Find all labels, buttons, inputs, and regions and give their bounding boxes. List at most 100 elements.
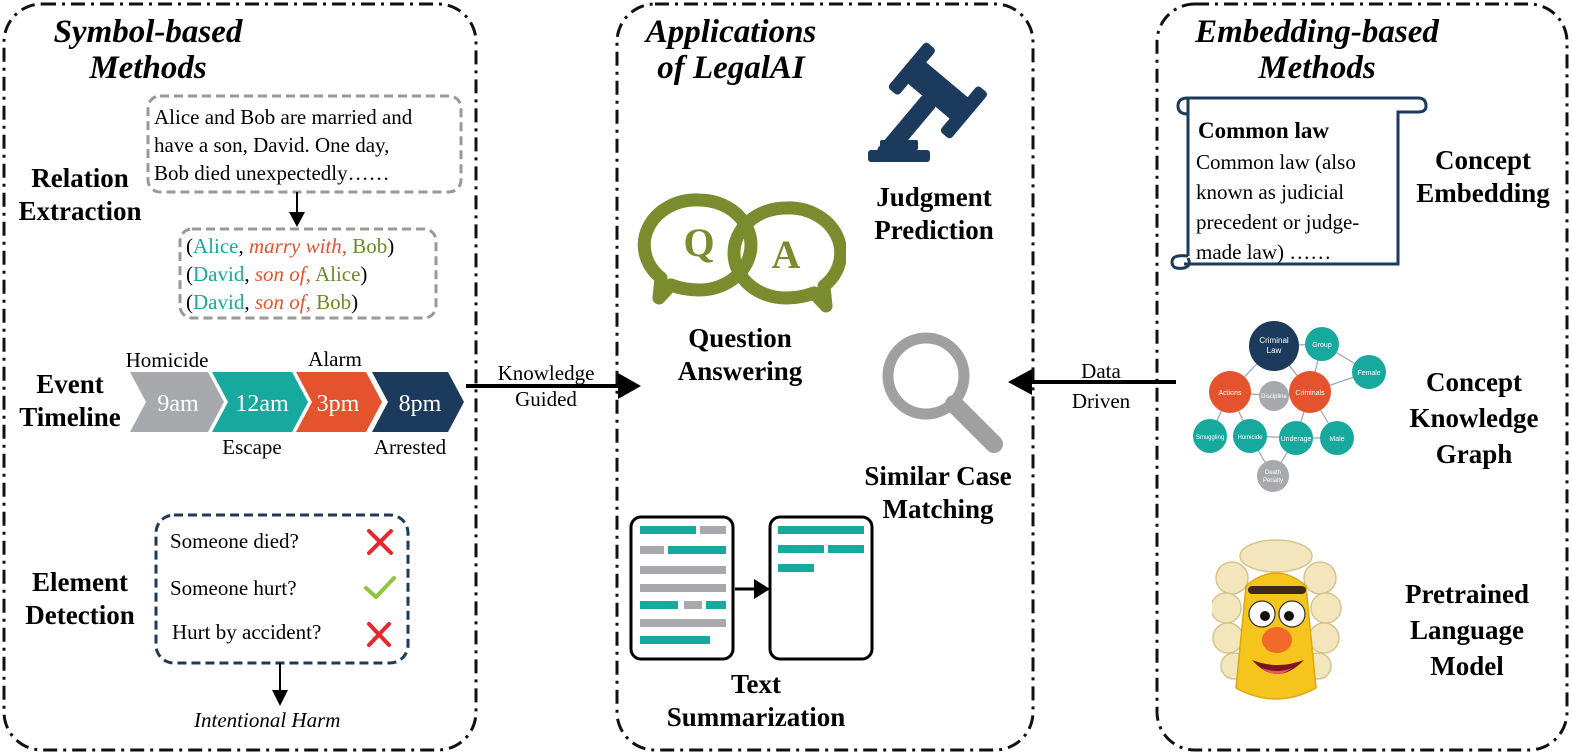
detection-result: Intentional Harm	[194, 708, 341, 732]
chevron-3pm	[296, 372, 382, 432]
result-arrow-head	[272, 690, 288, 706]
scroll-text-line4: made law) ……	[1196, 240, 1332, 264]
svg-text:Underage: Underage	[1281, 436, 1312, 443]
concept-embedding-label: Concept Embedding	[1408, 144, 1558, 210]
kg-node-underage: Underage	[1279, 421, 1313, 455]
triple-subject: David	[193, 262, 245, 286]
judgment-prediction-label: Judgment Prediction	[844, 181, 1024, 247]
plm-label: Pretrained Language Model	[1392, 576, 1542, 684]
timeline-chevrons: 9am 12am 3pm 8pm Homicide Escape Alarm A…	[126, 347, 464, 459]
relation-extraction-frames	[146, 94, 463, 320]
question-item: Hurt by accident?	[172, 620, 322, 644]
summ-line1: Text	[730, 669, 781, 699]
triple-row: (Alice, marry with, Bob)	[186, 234, 395, 258]
text-summarization-label: Text Summarization	[656, 668, 856, 734]
kg-label-line1: Concept	[1426, 367, 1522, 397]
kg-label-line2: Knowledge	[1409, 403, 1539, 433]
qa-bubbles-icon: Q A	[637, 193, 846, 313]
knowledge-guided-arrow-head	[618, 373, 641, 399]
svg-text:Smuggling: Smuggling	[1196, 435, 1224, 441]
judgment-line1: Judgment	[876, 182, 992, 212]
kg-node-actions: Actions	[1209, 371, 1251, 413]
triple-relation: son of,	[254, 290, 311, 314]
knowledge-graph: Criminal Law Group Female Actions Discip…	[1193, 321, 1386, 492]
kg-node-homicide: Homicide	[1233, 419, 1267, 453]
kg-node-death-penalty: Death Penalty	[1257, 460, 1289, 492]
triple-subject: Alice	[193, 234, 239, 258]
judgment-line2: Prediction	[874, 215, 994, 245]
qa-line1: Question	[688, 323, 792, 353]
relation-arrow-head	[289, 212, 305, 227]
scroll-text-line2: known as judicial	[1196, 180, 1345, 204]
bert-character-icon	[1212, 539, 1342, 700]
source-text-line1: Alice and Bob are married and	[154, 105, 413, 129]
right-panel-title: Embedding-based Methods	[1176, 14, 1458, 86]
svg-text:Law: Law	[1267, 346, 1282, 355]
chevron-time: 9am	[157, 391, 199, 417]
a-letter: A	[772, 232, 801, 277]
question-item: Someone died?	[170, 529, 299, 553]
triple-subject: David	[193, 290, 245, 314]
left-panel-title: Symbol-based Methods	[28, 14, 268, 86]
cross-icon	[367, 622, 391, 647]
summary-document	[768, 515, 874, 661]
element-label-line2: Detection	[25, 600, 135, 630]
kg-node-criminal-law: Criminal Law	[1249, 321, 1299, 371]
left-title-line2: Methods	[89, 50, 207, 86]
check-icon	[364, 576, 396, 599]
question-item: Someone hurt?	[170, 576, 297, 600]
right-title-line2: Methods	[1258, 50, 1376, 86]
right-panel-frame	[1155, 2, 1569, 752]
chevron-12am	[212, 372, 308, 432]
chevron-time: 8pm	[399, 391, 442, 417]
data-driven-label: Data Driven	[1046, 356, 1156, 416]
concept-kg-label: Concept Knowledge Graph	[1404, 364, 1544, 472]
event-label-bottom: Escape	[222, 435, 281, 459]
similar-case-label: Similar Case Matching	[848, 460, 1028, 526]
triple-relation: marry with,	[248, 234, 347, 258]
timeline-label-line1: Event	[36, 369, 104, 399]
right-title-line1: Embedding-based	[1195, 14, 1439, 50]
relation-label-line2: Extraction	[18, 196, 142, 226]
triple-object: Bob	[352, 234, 388, 258]
questions-list: Someone died? Someone hurt? Hurt by acci…	[170, 528, 321, 645]
center-panel-frame	[615, 2, 1035, 752]
svg-text:Actions: Actions	[1219, 390, 1242, 397]
center-title-line2: of LegalAI	[657, 50, 805, 86]
event-label-bottom: Arrested	[374, 435, 447, 459]
source-text-line2: have a son, David. One day,	[154, 133, 390, 157]
triple-relation: son of,	[254, 262, 311, 286]
concept-embedding-line1: Concept	[1435, 145, 1531, 175]
plm-line2: Language	[1409, 615, 1525, 645]
triples-list: (Alice, marry with, Bob) (David, son of,…	[186, 232, 394, 316]
plm-line3: Model	[1430, 651, 1504, 681]
summ-line2: Summarization	[666, 702, 846, 732]
source-text-line3: Bob died unexpectedly……	[154, 161, 390, 185]
scroll-title: Common law	[1198, 118, 1329, 143]
data-driven-line1: Data	[1081, 359, 1121, 383]
source-text-box	[146, 94, 463, 194]
kg-node-smuggling: Smuggling	[1193, 419, 1227, 453]
triple-object: Bob	[316, 290, 352, 314]
event-label-top: Alarm	[308, 347, 362, 371]
magnifier-icon	[882, 332, 1003, 453]
summarization-icon	[629, 515, 874, 661]
knowledge-guided-line1: Knowledge	[497, 361, 595, 385]
source-text: Alice and Bob are married and have a son…	[154, 103, 412, 187]
questions-box	[154, 513, 410, 665]
relation-extraction-label: Relation Extraction	[8, 162, 152, 228]
gavel-icon	[868, 42, 987, 162]
chevron-9am	[130, 372, 224, 432]
center-title-line1: Applications	[645, 14, 817, 50]
kg-node-male: Male	[1320, 421, 1354, 455]
svg-text:Homicide: Homicide	[1237, 435, 1263, 441]
scroll-icon	[1170, 96, 1428, 270]
element-detection-graphics	[154, 513, 410, 706]
scroll-text-line1: Common law (also	[1196, 150, 1356, 174]
kg-node-group: Group	[1305, 327, 1339, 361]
concept-embedding-line2: Embedding	[1416, 178, 1550, 208]
svg-text:Penalty: Penalty	[1263, 478, 1283, 484]
knowledge-guided-label: Knowledge Guided	[478, 360, 614, 412]
